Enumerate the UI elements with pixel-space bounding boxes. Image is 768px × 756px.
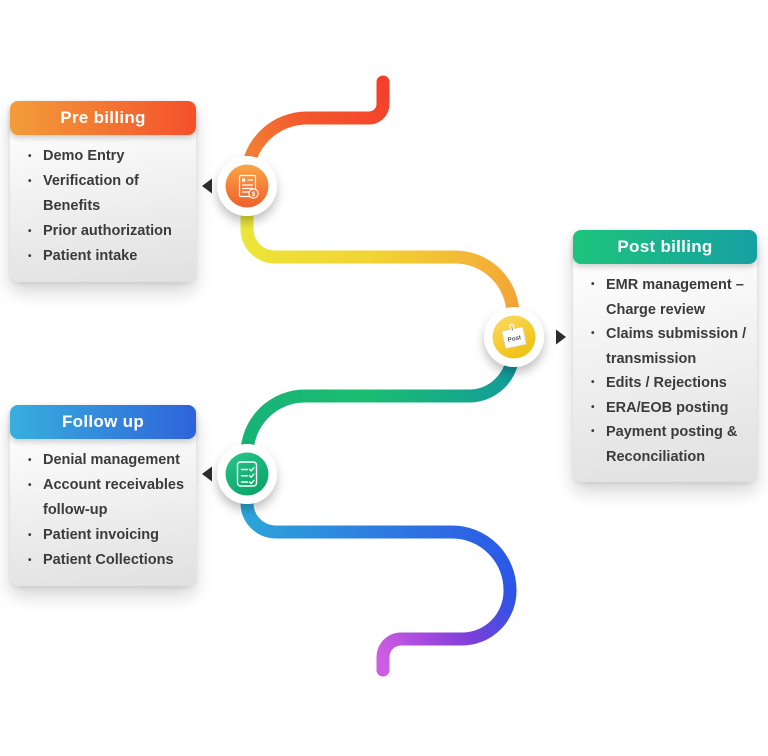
list-item: Denial management — [24, 448, 190, 473]
list-item: Patient Collections — [24, 548, 190, 573]
node-disc — [225, 164, 269, 208]
list-item: Edits / Rejections — [587, 371, 751, 396]
follow-up-card-list: Denial management Account receivables fo… — [10, 448, 196, 586]
list-item: Payment posting & Reconciliation — [587, 420, 751, 469]
post-note-icon: Post — [501, 323, 527, 349]
pointer-left-icon-pre — [202, 178, 212, 194]
follow-up-node — [217, 444, 277, 504]
post-note-label: Post — [507, 334, 522, 344]
pre-billing-card-list: Demo Entry Verification of Benefits Prio… — [10, 144, 196, 282]
post-billing-node: Post — [484, 307, 544, 367]
list-item: Patient intake — [24, 244, 190, 269]
pre-billing-card-title: Pre billing — [10, 101, 196, 135]
flow-segment-purple — [376, 583, 517, 677]
flow-path — [240, 75, 520, 677]
list-item: Claims submission / transmission — [587, 322, 751, 371]
pointer-right-icon-post — [556, 329, 566, 345]
list-item: ERA/EOB posting — [587, 396, 751, 421]
list-item: Patient invoicing — [24, 523, 190, 548]
pre-billing-card: Pre billing Demo Entry Verification of B… — [10, 101, 196, 282]
flow-segment-blue — [240, 467, 517, 597]
flow-segment-yellow-orange — [240, 180, 520, 344]
follow-up-card: Follow up Denial management Account rece… — [10, 405, 196, 586]
list-item: EMR management – Charge review — [587, 273, 751, 322]
list-item: Prior authorization — [24, 219, 190, 244]
pre-billing-node: $ — [217, 156, 277, 216]
post-billing-card: Post billing EMR management – Charge rev… — [573, 230, 757, 482]
follow-up-card-title: Follow up — [10, 405, 196, 439]
pointer-left-icon-follow — [202, 466, 212, 482]
list-item: Demo Entry — [24, 144, 190, 169]
checklist-icon — [236, 461, 258, 487]
node-disc — [225, 452, 269, 496]
invoice-icon: $ — [238, 174, 259, 199]
dollar-glyph: $ — [252, 192, 256, 198]
list-item: Account receivables follow-up — [24, 473, 190, 523]
post-billing-card-title: Post billing — [573, 230, 757, 264]
list-item: Verification of Benefits — [24, 169, 190, 219]
flow-segment-teal-green — [240, 330, 520, 481]
post-billing-card-list: EMR management – Charge review Claims su… — [573, 273, 757, 482]
